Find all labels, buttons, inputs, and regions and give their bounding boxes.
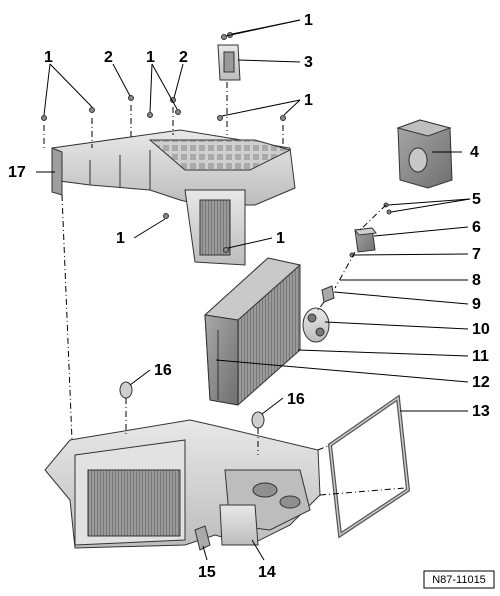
callout-1a: 1	[304, 12, 313, 29]
callout-8: 8	[472, 272, 481, 289]
upper-housing	[51, 129, 296, 266]
callout-1f: 1	[276, 230, 285, 247]
callout-1d: 1	[304, 92, 313, 109]
bracket-part	[217, 44, 241, 81]
callout-9: 9	[472, 296, 481, 313]
callout-6: 6	[472, 219, 481, 236]
callout-2a: 2	[104, 49, 113, 66]
leader-lines	[36, 19, 471, 561]
callout-12: 12	[472, 374, 490, 391]
callout-14: 14	[258, 564, 276, 581]
callout-4: 4	[470, 144, 479, 161]
callout-labels: 1 1 2 1 2 3 1 4 17 5 6 1 1 7 8 9 10 11 1…	[8, 12, 490, 581]
expansion-valve-group	[302, 202, 392, 343]
reference-code-box: N87-11015	[423, 570, 495, 589]
evaporator-core	[203, 257, 302, 406]
foam-seal-block	[396, 119, 453, 189]
callout-5: 5	[472, 191, 481, 208]
seal-frame	[327, 394, 411, 539]
callout-1c: 1	[146, 49, 155, 66]
assembly-lines	[43, 82, 406, 496]
callout-13: 13	[472, 403, 490, 420]
screws	[41, 32, 286, 253]
callout-7: 7	[472, 246, 481, 263]
callout-2b: 2	[179, 49, 188, 66]
callout-16a: 16	[154, 362, 172, 379]
callout-11: 11	[472, 348, 489, 365]
callout-10: 10	[472, 321, 490, 338]
lower-housing	[44, 419, 321, 549]
reference-code: N87-11015	[432, 574, 486, 586]
grommets	[119, 381, 265, 429]
callout-17: 17	[8, 164, 26, 181]
clip-part	[194, 525, 211, 551]
callout-16b: 16	[287, 391, 305, 408]
callout-15: 15	[198, 564, 216, 581]
callout-1e: 1	[116, 230, 125, 247]
callout-3: 3	[304, 54, 313, 71]
callout-1b: 1	[44, 49, 53, 66]
